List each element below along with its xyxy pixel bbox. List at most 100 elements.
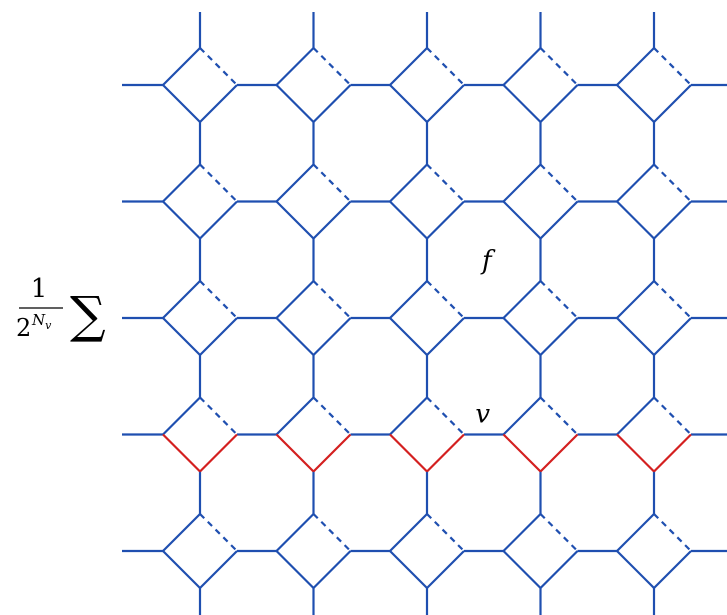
square-edge-dashed: [312, 396, 352, 436]
square-edge-dashed: [653, 396, 692, 436]
square-edge: [162, 84, 201, 123]
square-edge-dashed: [199, 513, 238, 552]
square-edge: [162, 47, 201, 86]
square-edge: [502, 163, 542, 203]
square-edge-dashed: [199, 280, 238, 319]
square-edge-dashed: [539, 163, 579, 203]
square-edge: [275, 163, 315, 203]
square-edge-dashed: [312, 513, 352, 552]
square-edge: [199, 200, 238, 240]
square-edge: [312, 550, 352, 589]
square-edge: [312, 84, 352, 123]
highlighted-edges: [162, 433, 692, 473]
square-edge-dashed: [653, 47, 692, 86]
lattice-edges: [122, 12, 727, 615]
square-edge: [653, 550, 692, 589]
square-edge-dashed: [426, 163, 465, 203]
exponent-main: N: [31, 311, 46, 329]
square-edge-dashed: [426, 396, 465, 436]
square-edge-dashed: [539, 396, 579, 436]
square-edge: [502, 550, 542, 589]
square-edge: [162, 550, 201, 589]
square-edge: [502, 396, 542, 436]
square-edge: [199, 84, 238, 123]
highlighted-square-edge: [312, 433, 352, 473]
square-edge-dashed: [199, 47, 238, 86]
square-edge: [199, 317, 238, 356]
square-edge: [616, 163, 655, 203]
square-edge: [616, 47, 655, 86]
square-edge-dashed: [312, 280, 352, 319]
square-edge: [616, 200, 655, 240]
sum-symbol: ∑: [70, 286, 106, 344]
square-edge: [162, 513, 201, 552]
highlighted-square-edge: [539, 433, 579, 473]
square-edge-dashed: [312, 163, 352, 203]
square-edge-dashed: [426, 513, 465, 552]
square-edge-dashed: [653, 163, 692, 203]
square-edge: [616, 513, 655, 552]
highlighted-square-edge: [199, 433, 238, 473]
highlighted-square-edge: [653, 433, 692, 473]
square-edge: [275, 317, 315, 356]
square-edge: [389, 84, 428, 123]
square-edge: [502, 200, 542, 240]
highlighted-square-edge: [389, 433, 428, 473]
square-edge: [389, 47, 428, 86]
fraction-numerator: 1: [31, 274, 48, 304]
face-label-f: f: [480, 246, 496, 276]
square-edge: [162, 163, 201, 203]
square-edge-dashed: [312, 47, 352, 86]
square-edge-dashed: [199, 163, 238, 203]
square-edge: [389, 550, 428, 589]
square-edge: [502, 317, 542, 356]
square-edge: [653, 200, 692, 240]
square-edge: [275, 550, 315, 589]
highlighted-square-edge: [502, 433, 542, 473]
square-edge: [389, 280, 428, 319]
square-edge: [389, 513, 428, 552]
highlighted-square-edge: [162, 433, 201, 473]
square-edge: [616, 396, 655, 436]
square-edge-dashed: [199, 396, 238, 436]
square-edge: [426, 550, 465, 589]
square-edge-dashed: [539, 280, 579, 319]
square-edge: [616, 280, 655, 319]
square-edge: [502, 513, 542, 552]
square-edge: [539, 550, 579, 589]
highlighted-square-edge: [275, 433, 315, 473]
square-edge-dashed: [426, 47, 465, 86]
square-edge: [275, 200, 315, 240]
square-edge-dashed: [653, 513, 692, 552]
square-edge: [653, 317, 692, 356]
square-edge: [162, 396, 201, 436]
square-edge: [616, 84, 655, 123]
square-edge: [426, 317, 465, 356]
square-edge: [389, 163, 428, 203]
square-edge: [275, 396, 315, 436]
square-edge: [275, 513, 315, 552]
square-edge: [312, 200, 352, 240]
vertex-label-v: v: [475, 400, 490, 430]
square-edge: [389, 317, 428, 356]
square-edge: [502, 47, 542, 86]
square-edge: [539, 84, 579, 123]
square-edge: [199, 550, 238, 589]
square-edge: [162, 317, 201, 356]
square-edge: [539, 200, 579, 240]
square-edge: [653, 84, 692, 123]
square-edge: [616, 550, 655, 589]
highlighted-square-edge: [426, 433, 465, 473]
square-edge: [389, 396, 428, 436]
square-edge: [275, 47, 315, 86]
fraction-denominator-base: 2: [16, 314, 31, 342]
square-edge: [616, 317, 655, 356]
prefactor-sum: 1 2 Nv ∑: [16, 274, 106, 344]
square-edge: [312, 317, 352, 356]
exponent-subscript: v: [45, 319, 52, 332]
square-edge: [502, 280, 542, 319]
square-edge: [162, 200, 201, 240]
square-edge: [426, 200, 465, 240]
highlighted-square-edge: [616, 433, 655, 473]
